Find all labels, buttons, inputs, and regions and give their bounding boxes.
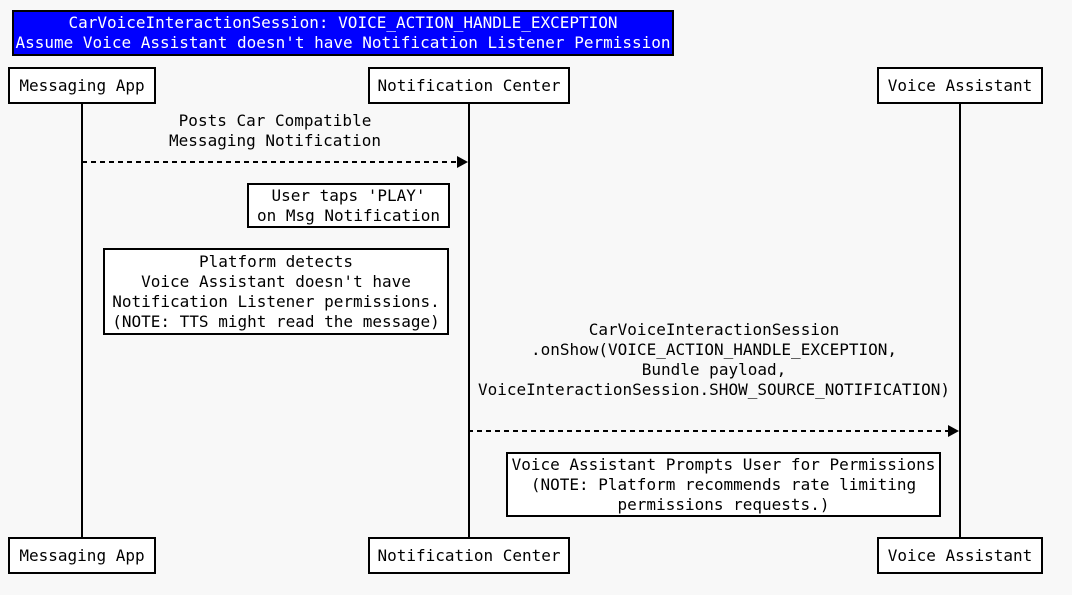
message-2-label: CarVoiceInteractionSession .onShow(VOICE… <box>466 320 962 400</box>
note-line: Voice Assistant Prompts User for Permiss… <box>511 454 936 474</box>
actor-label: Notification Center <box>377 76 561 95</box>
actor-notification-center-bottom: Notification Center <box>368 537 570 574</box>
note-user-taps-play: User taps 'PLAY' on Msg Notification <box>247 183 450 228</box>
actor-messaging-app-bottom: Messaging App <box>8 537 156 574</box>
actor-voice-assistant-top: Voice Assistant <box>877 67 1043 104</box>
actor-messaging-app-top: Messaging App <box>8 67 156 104</box>
note-line: Platform detects <box>198 251 354 271</box>
actor-label: Voice Assistant <box>887 546 1033 565</box>
message-2-dashed-line <box>468 430 950 432</box>
actor-voice-assistant-bottom: Voice Assistant <box>877 537 1043 574</box>
message-2-label-line: .onShow(VOICE_ACTION_HANDLE_EXCEPTION, <box>530 340 898 359</box>
diagram-title-line-1: CarVoiceInteractionSession: VOICE_ACTION… <box>68 13 618 32</box>
message-2-label-line: CarVoiceInteractionSession <box>588 320 840 339</box>
actor-label: Notification Center <box>377 546 561 565</box>
message-1-label-line: Messaging Notification <box>169 131 381 150</box>
note-voice-assistant-prompts: Voice Assistant Prompts User for Permiss… <box>506 452 941 517</box>
arrowhead-right-icon <box>457 156 468 168</box>
note-line: (NOTE: TTS might read the message) <box>112 311 440 331</box>
message-1-label-line: Posts Car Compatible <box>178 111 372 130</box>
actor-label: Messaging App <box>19 76 145 95</box>
diagram-title-line-2: Assume Voice Assistant doesn't have Noti… <box>15 33 671 52</box>
lifeline-messaging-app <box>81 104 83 537</box>
message-2-label-line: Bundle payload, <box>641 360 787 379</box>
diagram-title: CarVoiceInteractionSession: VOICE_ACTION… <box>12 10 674 56</box>
lifeline-notification-center <box>468 104 470 537</box>
note-line: on Msg Notification <box>256 205 441 225</box>
note-line: (NOTE: Platform recommends rate limiting <box>530 474 917 494</box>
note-line: User taps 'PLAY' <box>271 185 426 205</box>
actor-label: Messaging App <box>19 546 145 565</box>
arrowhead-right-icon <box>948 425 959 437</box>
note-line: Notification Listener permissions. <box>112 291 440 311</box>
actor-label: Voice Assistant <box>887 76 1033 95</box>
actor-notification-center-top: Notification Center <box>368 67 570 104</box>
note-line: Voice Assistant doesn't have <box>141 271 411 291</box>
note-platform-detects: Platform detects Voice Assistant doesn't… <box>103 248 449 335</box>
message-2-label-line: VoiceInteractionSession.SHOW_SOURCE_NOTI… <box>477 380 950 399</box>
message-1-label: Posts Car Compatible Messaging Notificat… <box>82 111 468 151</box>
note-line: permissions requests.) <box>617 494 830 514</box>
lifeline-voice-assistant <box>959 104 961 537</box>
message-1-dashed-line <box>82 161 458 163</box>
